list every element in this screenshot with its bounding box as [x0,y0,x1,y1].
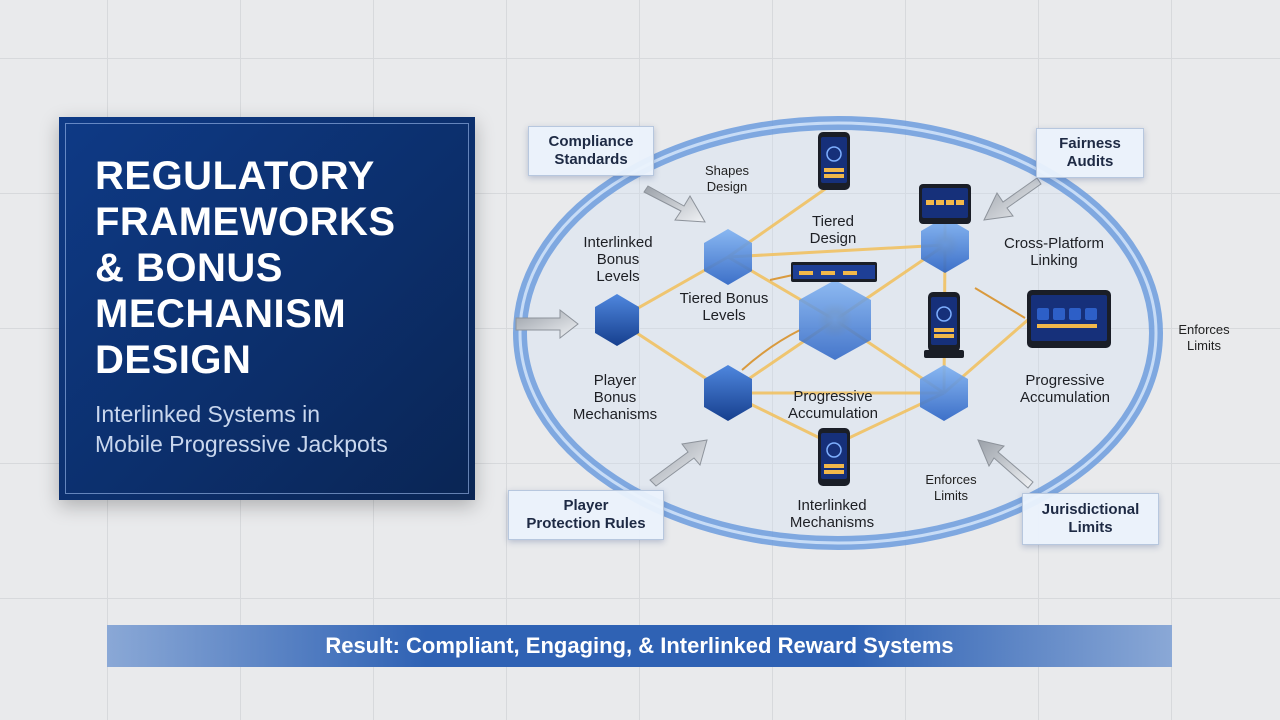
hexagon-lower-left [704,365,752,421]
outer-ring-highlight [518,121,1158,545]
label-shapes-design: Shapes Design [704,163,750,194]
arrow-from-fairness [983,177,1042,221]
label-player-bonus-mechanisms: Player Bonus Mechanisms [572,372,658,423]
label-interlinked-bonus-levels: Interlinked Bonus Levels [583,234,653,285]
label-cross-platform-linking: Cross-Platform Linking [1003,235,1104,269]
title-card: REGULATORY FRAMEWORKS & BONUS MECHANISM … [59,117,475,500]
page-subtitle: Interlinked Systems in Mobile Progressiv… [95,401,388,457]
label-progressive-accumulation-right: Progressive Accumulation [1019,372,1111,406]
player-protection-rules-box: Player Protection Rules [508,490,664,540]
jurisdictional-limits-box: Jurisdictional Limits [1022,493,1159,545]
phone-icon-bottom [818,428,850,486]
phone-icon-right [924,292,964,358]
label-enforces-limits-inner: Enforces Limits [925,472,977,503]
phone-icon-top [818,132,850,190]
compliance-standards-box: Compliance Standards [528,126,654,176]
hexagon-progressive-right [920,365,968,421]
arrow-from-left [515,308,579,340]
hexagon-tiered-bonus [799,280,871,360]
hexagon-cross-platform [921,217,969,273]
label-tiered-design: Tiered Design [809,213,857,247]
arrow-from-player-protection [649,439,708,487]
hexagon-interlinked-bonus [704,229,752,285]
tablet-icon-top-right [919,184,971,224]
label-enforces-limits-outer: Enforces Limits [1178,322,1230,353]
banner-screen-center [791,262,877,282]
tablet-icon-right [1027,290,1111,348]
page-title: REGULATORY FRAMEWORKS & BONUS MECHANISM … [95,154,396,382]
arrow-from-jurisdictional [977,439,1034,489]
label-interlinked-mechanisms: Interlinked Mechanisms [789,497,875,531]
result-banner: Result: Compliant, Engaging, & Interlink… [107,625,1172,667]
title-frame [65,123,469,494]
hexagon-player-bonus [595,294,639,346]
arrow-from-compliance [643,185,706,223]
fairness-audits-box: Fairness Audits [1036,128,1144,178]
label-progressive-accumulation-center: Progressive Accumulation [787,388,879,422]
label-tiered-bonus-levels: Tiered Bonus Levels [679,290,769,324]
